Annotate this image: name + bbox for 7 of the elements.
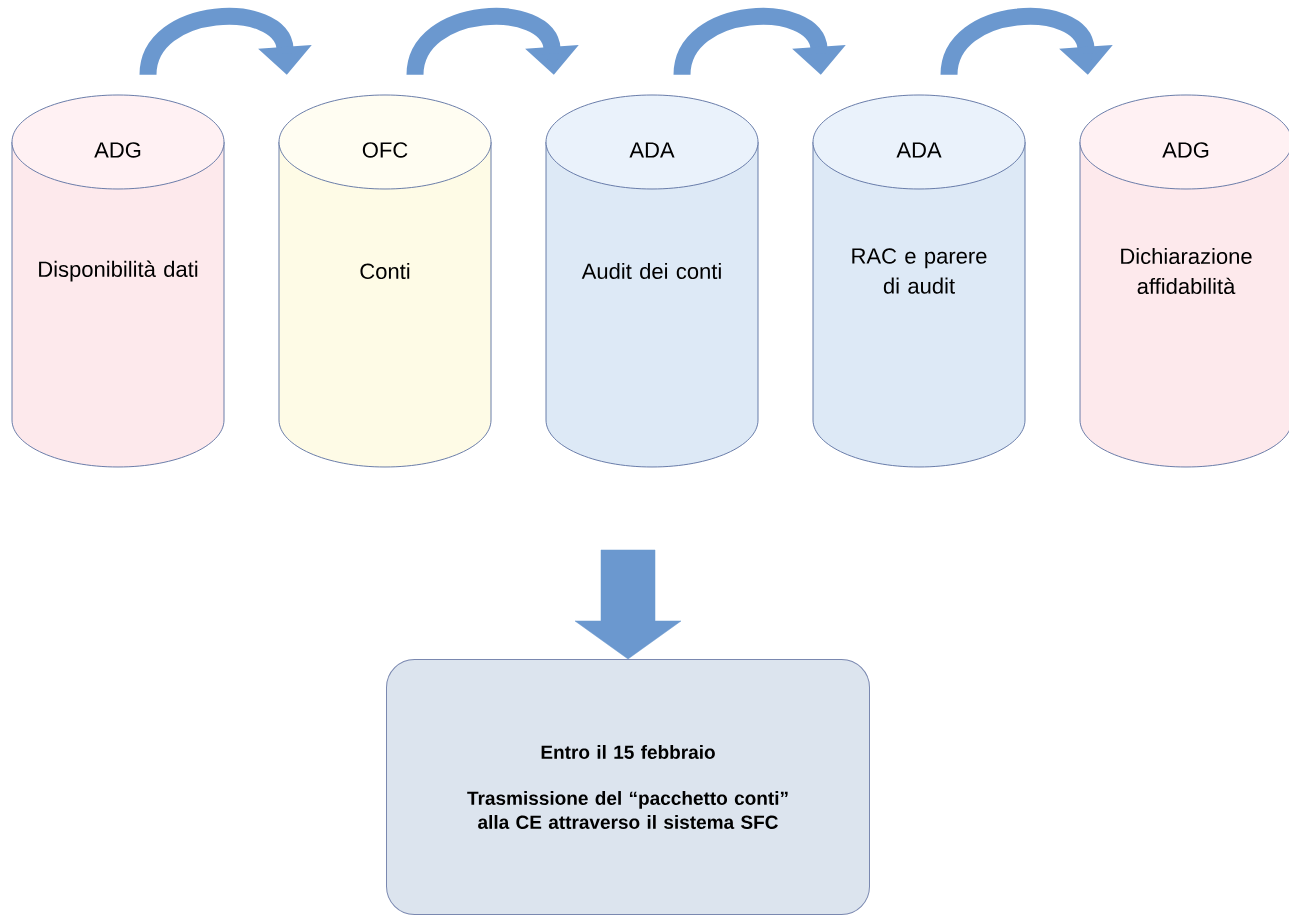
down-arrow — [574, 549, 682, 660]
cylinder: ADA Audit dei conti — [545, 94, 759, 468]
cylinder: ADA RAC e parere di audit — [812, 94, 1026, 468]
rounded-box: Entro il 15 febbraio Trasmissione del “pacchetto conti” alla CE attraverso il sistema SFC — [386, 659, 870, 915]
cylinder: ADG Dichiarazione affidabilità — [1079, 94, 1289, 468]
cylinder: OFC Conti — [278, 94, 492, 468]
cylinder: ADG Disponibilità dati — [11, 94, 225, 468]
